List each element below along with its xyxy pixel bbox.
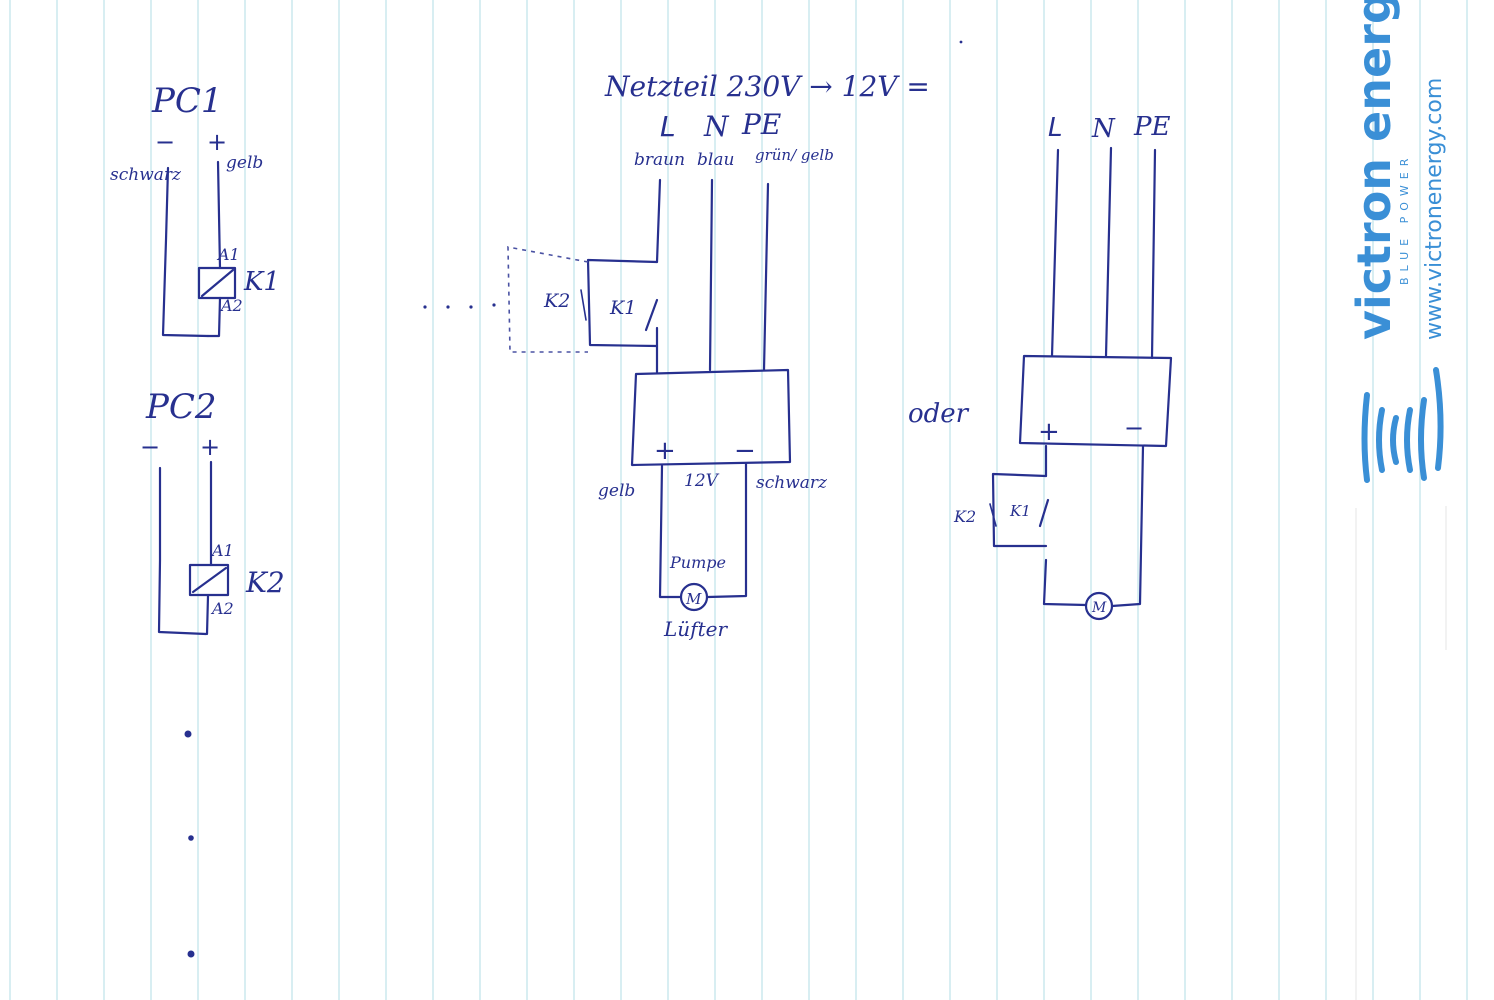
pc1-plus-label: + xyxy=(207,128,227,156)
pc1-relay-coil-slash xyxy=(200,268,235,298)
continuation-dot xyxy=(188,835,194,841)
victron-logo-mark xyxy=(1361,367,1444,483)
continuation-dot xyxy=(423,305,427,309)
logo-brand: victron energy xyxy=(1347,0,1401,340)
alt-k1-label: K1 xyxy=(1009,502,1031,520)
psu-circuit: Netzteil 230V → 12V = L N PE braun blau … xyxy=(507,70,930,641)
continuation-dot xyxy=(469,305,473,309)
k1-k2-branch-top xyxy=(586,258,659,348)
alt-minus-label: − xyxy=(1124,414,1144,442)
k2-contact xyxy=(580,289,587,321)
psu-out-mid-label: 12V xyxy=(684,471,720,491)
psu-l-label: L xyxy=(660,110,676,143)
alt-out-minus xyxy=(1110,444,1145,608)
k2-dashed-branch xyxy=(507,246,589,353)
continuation-dot xyxy=(187,950,195,958)
alt-psu-box xyxy=(1018,354,1173,448)
alt-branch xyxy=(991,472,1048,548)
continuation-dot xyxy=(446,305,450,309)
pump-motor-circle xyxy=(679,582,709,612)
stray-mark xyxy=(959,40,963,44)
pc1-title: PC1 xyxy=(151,81,223,121)
alt-motor-label: M xyxy=(1091,600,1107,616)
pc1-minus-label: − xyxy=(155,128,175,156)
pc2-relay-coil xyxy=(188,563,230,597)
pc1-wire-plus-return xyxy=(206,296,222,338)
pc2-wire-minus xyxy=(157,466,208,636)
psu-box xyxy=(630,368,792,467)
alt-oder-label: oder xyxy=(908,399,970,429)
psu-out-plus xyxy=(658,464,682,599)
psu-minus-label: − xyxy=(734,436,756,466)
psu-title: Netzteil 230V → 12V = xyxy=(604,70,930,103)
alt-l-label: L xyxy=(1048,113,1063,143)
alt-k2-label: K2 xyxy=(953,507,976,526)
vertical-rule-lines xyxy=(9,0,1468,1000)
pc1-wire-plus xyxy=(216,160,222,270)
psu-plus-label: + xyxy=(654,436,676,466)
psu-out-minus xyxy=(706,462,748,599)
alt-wire-n xyxy=(1104,146,1113,358)
pc2-circuit: PC2 − + A1 A2 K2 xyxy=(140,387,285,636)
continuation-dot xyxy=(184,730,192,738)
psu-k1-label: K1 xyxy=(609,297,636,319)
psu-wire-pe xyxy=(762,182,770,372)
alt-circuit: oder L N PE + − K1 K2 M xyxy=(908,112,1173,621)
pc2-title: PC2 xyxy=(145,387,217,427)
pc1-wire-right-label: gelb xyxy=(226,153,263,173)
psu-load-top-label: Pumpe xyxy=(669,553,726,572)
alt-wire-pe xyxy=(1150,148,1157,360)
pc1-wire-left-label: schwarz xyxy=(110,165,182,185)
continuation-dot xyxy=(492,303,496,307)
logo-tagline: BLUE POWER xyxy=(1398,153,1411,285)
psu-wire-pe-label: grün/ gelb xyxy=(755,146,834,164)
psu-wire-n xyxy=(708,178,714,372)
psu-wire-l-label: braun xyxy=(634,150,685,170)
alt-plus-label: + xyxy=(1038,417,1060,447)
psu-wire-l xyxy=(655,178,662,264)
alt-wire-l xyxy=(1050,148,1060,358)
pc2-plus-label: + xyxy=(200,433,220,461)
alt-n-label: N xyxy=(1091,114,1116,144)
logo-url: www.victronenergy.com xyxy=(1422,78,1447,340)
pc1-circuit: PC1 − + schwarz gelb A1 A2 K1 xyxy=(110,81,280,338)
psu-load-bottom-label: Lüfter xyxy=(663,617,728,641)
pc2-a2-label: A2 xyxy=(210,599,234,618)
alt-k2-contact xyxy=(989,503,997,527)
k1-contact xyxy=(644,298,659,332)
psu-wire-n-label: blau xyxy=(697,150,734,170)
pc2-minus-label: − xyxy=(140,433,160,461)
psu-motor-label: M xyxy=(685,590,702,608)
pc2-wire-plus-return xyxy=(205,594,210,636)
psu-pe-label: PE xyxy=(741,108,781,141)
psu-out-right-label: schwarz xyxy=(756,473,828,493)
alt-k1-contact xyxy=(1038,498,1050,528)
pc2-relay-label: K2 xyxy=(245,566,285,599)
pc1-a1-label: A1 xyxy=(216,245,240,264)
pc2-a1-label: A1 xyxy=(210,541,234,560)
victron-logo: victron energy BLUE POWER www.victronene… xyxy=(1347,0,1447,1000)
alt-motor-circle xyxy=(1084,591,1114,621)
pc1-relay-coil xyxy=(197,266,237,300)
psu-out-left-label: gelb xyxy=(598,481,635,501)
alt-pe-label: PE xyxy=(1133,112,1170,142)
pc1-relay-label: K1 xyxy=(243,267,280,297)
psu-n-label: N xyxy=(703,110,730,143)
alt-out-plus-bottom xyxy=(1042,558,1088,607)
pc1-a2-label: A2 xyxy=(219,296,243,315)
psu-k2-label: K2 xyxy=(543,290,570,312)
continuation-dots xyxy=(184,40,963,958)
pc2-relay-coil-slash xyxy=(191,566,228,594)
pc1-wire-minus xyxy=(161,166,210,338)
